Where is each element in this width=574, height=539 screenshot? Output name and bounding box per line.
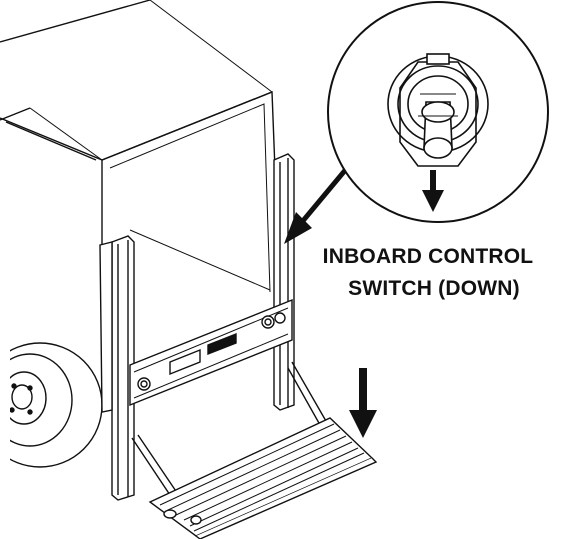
liftgate-platform — [148, 417, 378, 539]
switch-down-arrow-icon — [422, 170, 444, 212]
liftgate-crossbar — [129, 298, 293, 407]
liftgate-left-post — [99, 235, 135, 501]
toggle-switch-icon — [387, 53, 489, 167]
liftgate-right-post — [273, 153, 295, 411]
platform-down-arrow-icon — [349, 368, 377, 438]
rear-wheel — [0, 340, 103, 470]
callout-label-line1: INBOARD CONTROL — [323, 245, 534, 268]
callout-label-line2: SWITCH (DOWN) — [348, 277, 520, 300]
